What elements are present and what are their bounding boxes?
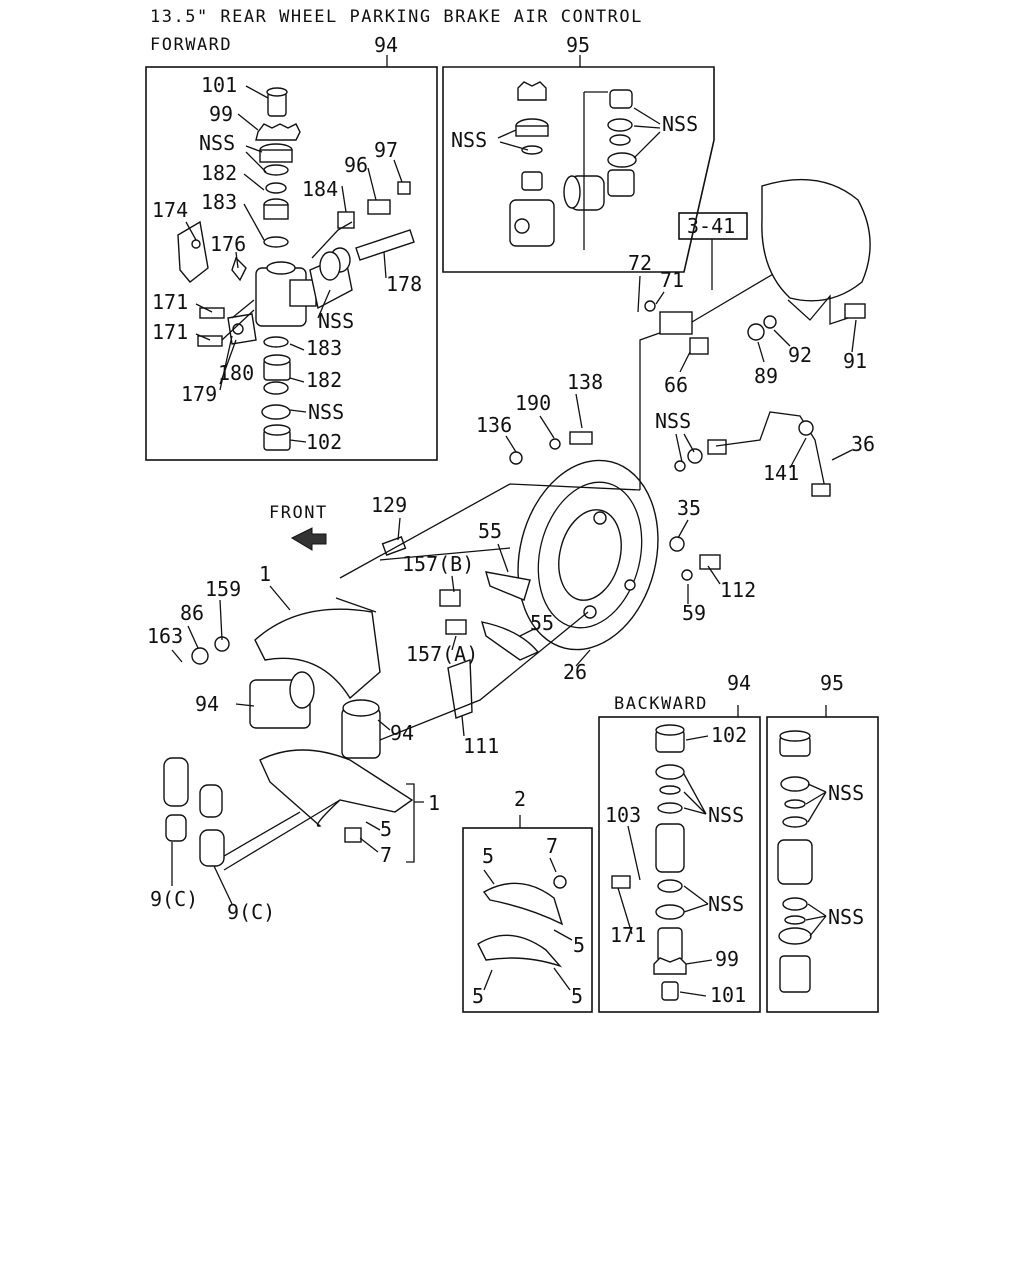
callout-102: 102 (711, 723, 747, 747)
callout-157b: 157(B) (402, 552, 474, 576)
callout-59: 59 (682, 601, 706, 625)
callout-nss: NSS (451, 128, 487, 152)
callout-101: 101 (710, 983, 746, 1007)
callout-171: 171 (152, 320, 188, 344)
callout-nss: NSS (828, 781, 864, 805)
callout-5: 5 (482, 844, 494, 868)
callout-66: 66 (664, 373, 688, 397)
callout-7: 7 (380, 843, 392, 867)
box-95-backward (766, 716, 879, 1013)
callout-184: 184 (302, 177, 338, 201)
ref-box (678, 212, 748, 240)
callout-171: 171 (610, 923, 646, 947)
callout-179: 179 (181, 382, 217, 406)
callout-99: 99 (715, 947, 739, 971)
callout-86: 86 (180, 601, 204, 625)
callout-36: 36 (851, 432, 875, 456)
callout-91: 91 (843, 349, 867, 373)
callout-182: 182 (201, 161, 237, 185)
callout-136: 136 (476, 413, 512, 437)
callout-182: 182 (306, 368, 342, 392)
backward-95-parts (777, 730, 813, 993)
callout-nss: NSS (662, 112, 698, 136)
callout-leaders (171, 85, 857, 997)
callout-89: 89 (754, 364, 778, 388)
lower-brake-shoe (259, 749, 414, 827)
callout-101: 101 (201, 73, 237, 97)
callout-1: 1 (428, 791, 440, 815)
callout-171: 171 (152, 290, 188, 314)
callout-nss: NSS (308, 400, 344, 424)
forward-94-parts (177, 87, 415, 451)
callout-157a: 157(A) (406, 642, 478, 666)
callout-5: 5 (573, 933, 585, 957)
forward-95-parts (509, 81, 637, 250)
box-95-forward (442, 66, 715, 273)
box-2-shoes (477, 875, 567, 968)
box-95-number: 95 (566, 33, 590, 57)
callout-92: 92 (788, 343, 812, 367)
callout-labels: 101 99 NSS 182 183 174 184 96 97 176 178… (147, 33, 875, 1008)
callout-141: 141 (763, 461, 799, 485)
box-94-backward-number: 94 (727, 671, 751, 695)
callout-102: 102 (306, 430, 342, 454)
callout-35: 35 (677, 496, 701, 520)
callout-nss: NSS (655, 409, 691, 433)
callout-97: 97 (374, 138, 398, 162)
upper-brake-shoe (254, 608, 381, 700)
callout-176: 176 (210, 232, 246, 256)
ref-box-label: 3-41 (687, 214, 735, 238)
callout-183: 183 (201, 190, 237, 214)
callout-112: 112 (720, 578, 756, 602)
callout-159: 159 (205, 577, 241, 601)
callout-55: 55 (530, 611, 554, 635)
callout-nss: NSS (708, 892, 744, 916)
callout-7: 7 (546, 834, 558, 858)
forward-label: FORWARD (150, 35, 232, 55)
callout-178: 178 (386, 272, 422, 296)
callout-5: 5 (472, 984, 484, 1008)
callout-138: 138 (567, 370, 603, 394)
callout-26: 26 (563, 660, 587, 684)
callout-nss: NSS (828, 905, 864, 929)
callout-nss: NSS (199, 131, 235, 155)
callout-1: 1 (259, 562, 271, 586)
callout-103: 103 (605, 803, 641, 827)
box-95-backward-number: 95 (820, 671, 844, 695)
callout-71: 71 (660, 268, 684, 292)
callout-5: 5 (380, 817, 392, 841)
main-assembly (163, 178, 871, 871)
callout-163: 163 (147, 624, 183, 648)
callout-190: 190 (515, 391, 551, 415)
diagram-title: 13.5" REAR WHEEL PARKING BRAKE AIR CONTR… (150, 7, 643, 27)
front-label: FRONT (269, 503, 328, 523)
callout-94: 94 (390, 721, 414, 745)
callout-183: 183 (306, 336, 342, 360)
callout-nss: NSS (318, 309, 354, 333)
callout-174: 174 (152, 198, 188, 222)
box-2 (462, 827, 593, 1013)
box-94-forward (145, 66, 438, 461)
backward-94-parts (611, 724, 687, 1001)
box-94-number: 94 (374, 33, 398, 57)
callout-5: 5 (571, 984, 583, 1008)
callout-111: 111 (463, 734, 499, 758)
callout-94: 94 (195, 692, 219, 716)
callout-96: 96 (344, 153, 368, 177)
backward-label: BACKWARD (614, 694, 708, 714)
box-leaders (386, 55, 827, 828)
callout-nss: NSS (708, 803, 744, 827)
callout-9c: 9(C) (150, 887, 198, 911)
box-2-number: 2 (514, 787, 526, 811)
callout-55: 55 (478, 519, 502, 543)
callout-129: 129 (371, 493, 407, 517)
callout-99: 99 (209, 102, 233, 126)
box-94-backward (598, 716, 761, 1013)
front-arrow-icon (290, 527, 327, 551)
callout-72: 72 (628, 251, 652, 275)
callout-9c: 9(C) (227, 900, 275, 924)
